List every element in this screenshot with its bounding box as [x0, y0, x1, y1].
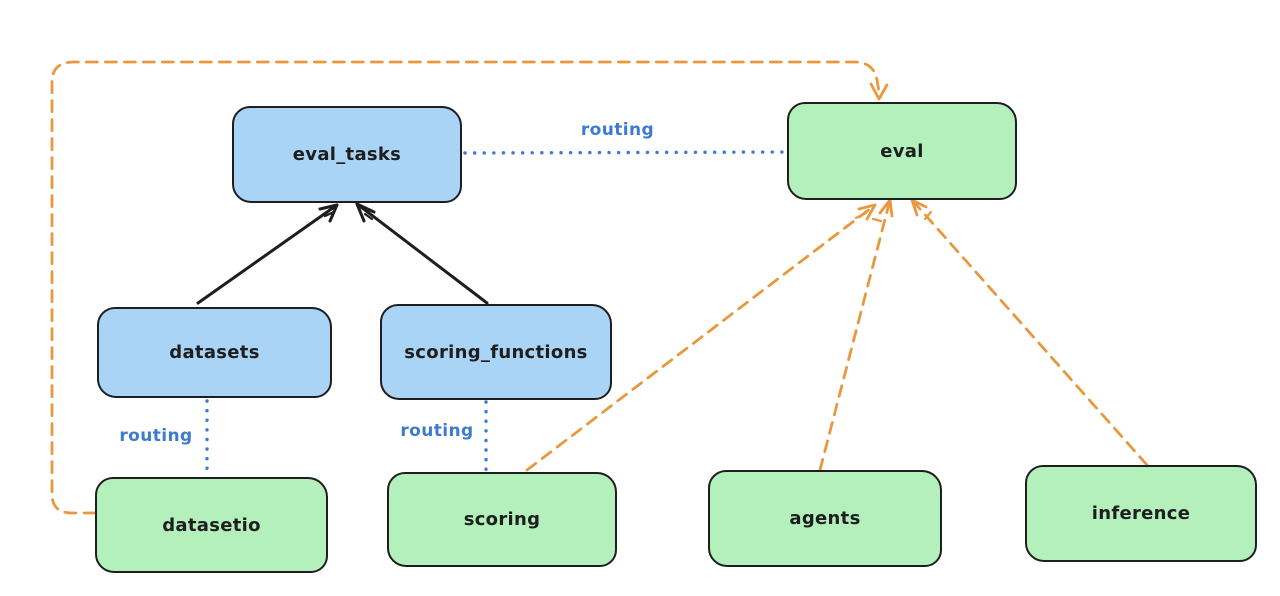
node-agents: agents [708, 470, 942, 567]
edge-agents-eval [818, 198, 892, 472]
node-label: datasets [169, 342, 260, 363]
arrowhead-sketch [854, 211, 868, 220]
arrowhead [910, 198, 928, 217]
node-label: agents [789, 508, 861, 529]
node-eval: eval [787, 102, 1017, 200]
node-inference: inference [1025, 465, 1257, 562]
edge-datasets-eval_tasks [196, 203, 339, 305]
edge-scoring_functions-eval_tasks [355, 202, 489, 305]
node-label: datasetio [162, 514, 261, 536]
node-label: eval [880, 140, 924, 162]
edge-label-routing-datasets: routing [119, 426, 193, 446]
arrowhead-sketch [871, 217, 883, 223]
arrowhead [869, 82, 889, 101]
node-scoring: scoring [387, 472, 617, 567]
node-label: inference [1091, 503, 1191, 524]
solid-arrows [196, 202, 489, 305]
node-label: eval_tasks [292, 144, 402, 165]
arrowhead [318, 203, 339, 223]
arrowhead-sketch [363, 212, 374, 221]
node-datasetio: datasetio [95, 477, 328, 573]
node-eval-tasks: eval_tasks [232, 106, 462, 203]
arrowhead-sketch [923, 210, 933, 221]
edge-inference-eval [910, 198, 1149, 467]
edge-label-routing-scoring: routing [400, 421, 474, 441]
arrowhead-sketch [323, 210, 336, 218]
arrowhead [878, 198, 894, 218]
node-scoring-functions: scoring_functions [380, 304, 612, 400]
arrowhead [355, 202, 376, 223]
node-label: scoring [463, 509, 541, 530]
edge-label-routing-top: routing [580, 120, 655, 140]
node-datasets: datasets [97, 307, 332, 398]
arrowhead [857, 203, 877, 221]
node-label: scoring_functions [404, 341, 588, 363]
edge-eval_tasks-eval [463, 150, 788, 155]
